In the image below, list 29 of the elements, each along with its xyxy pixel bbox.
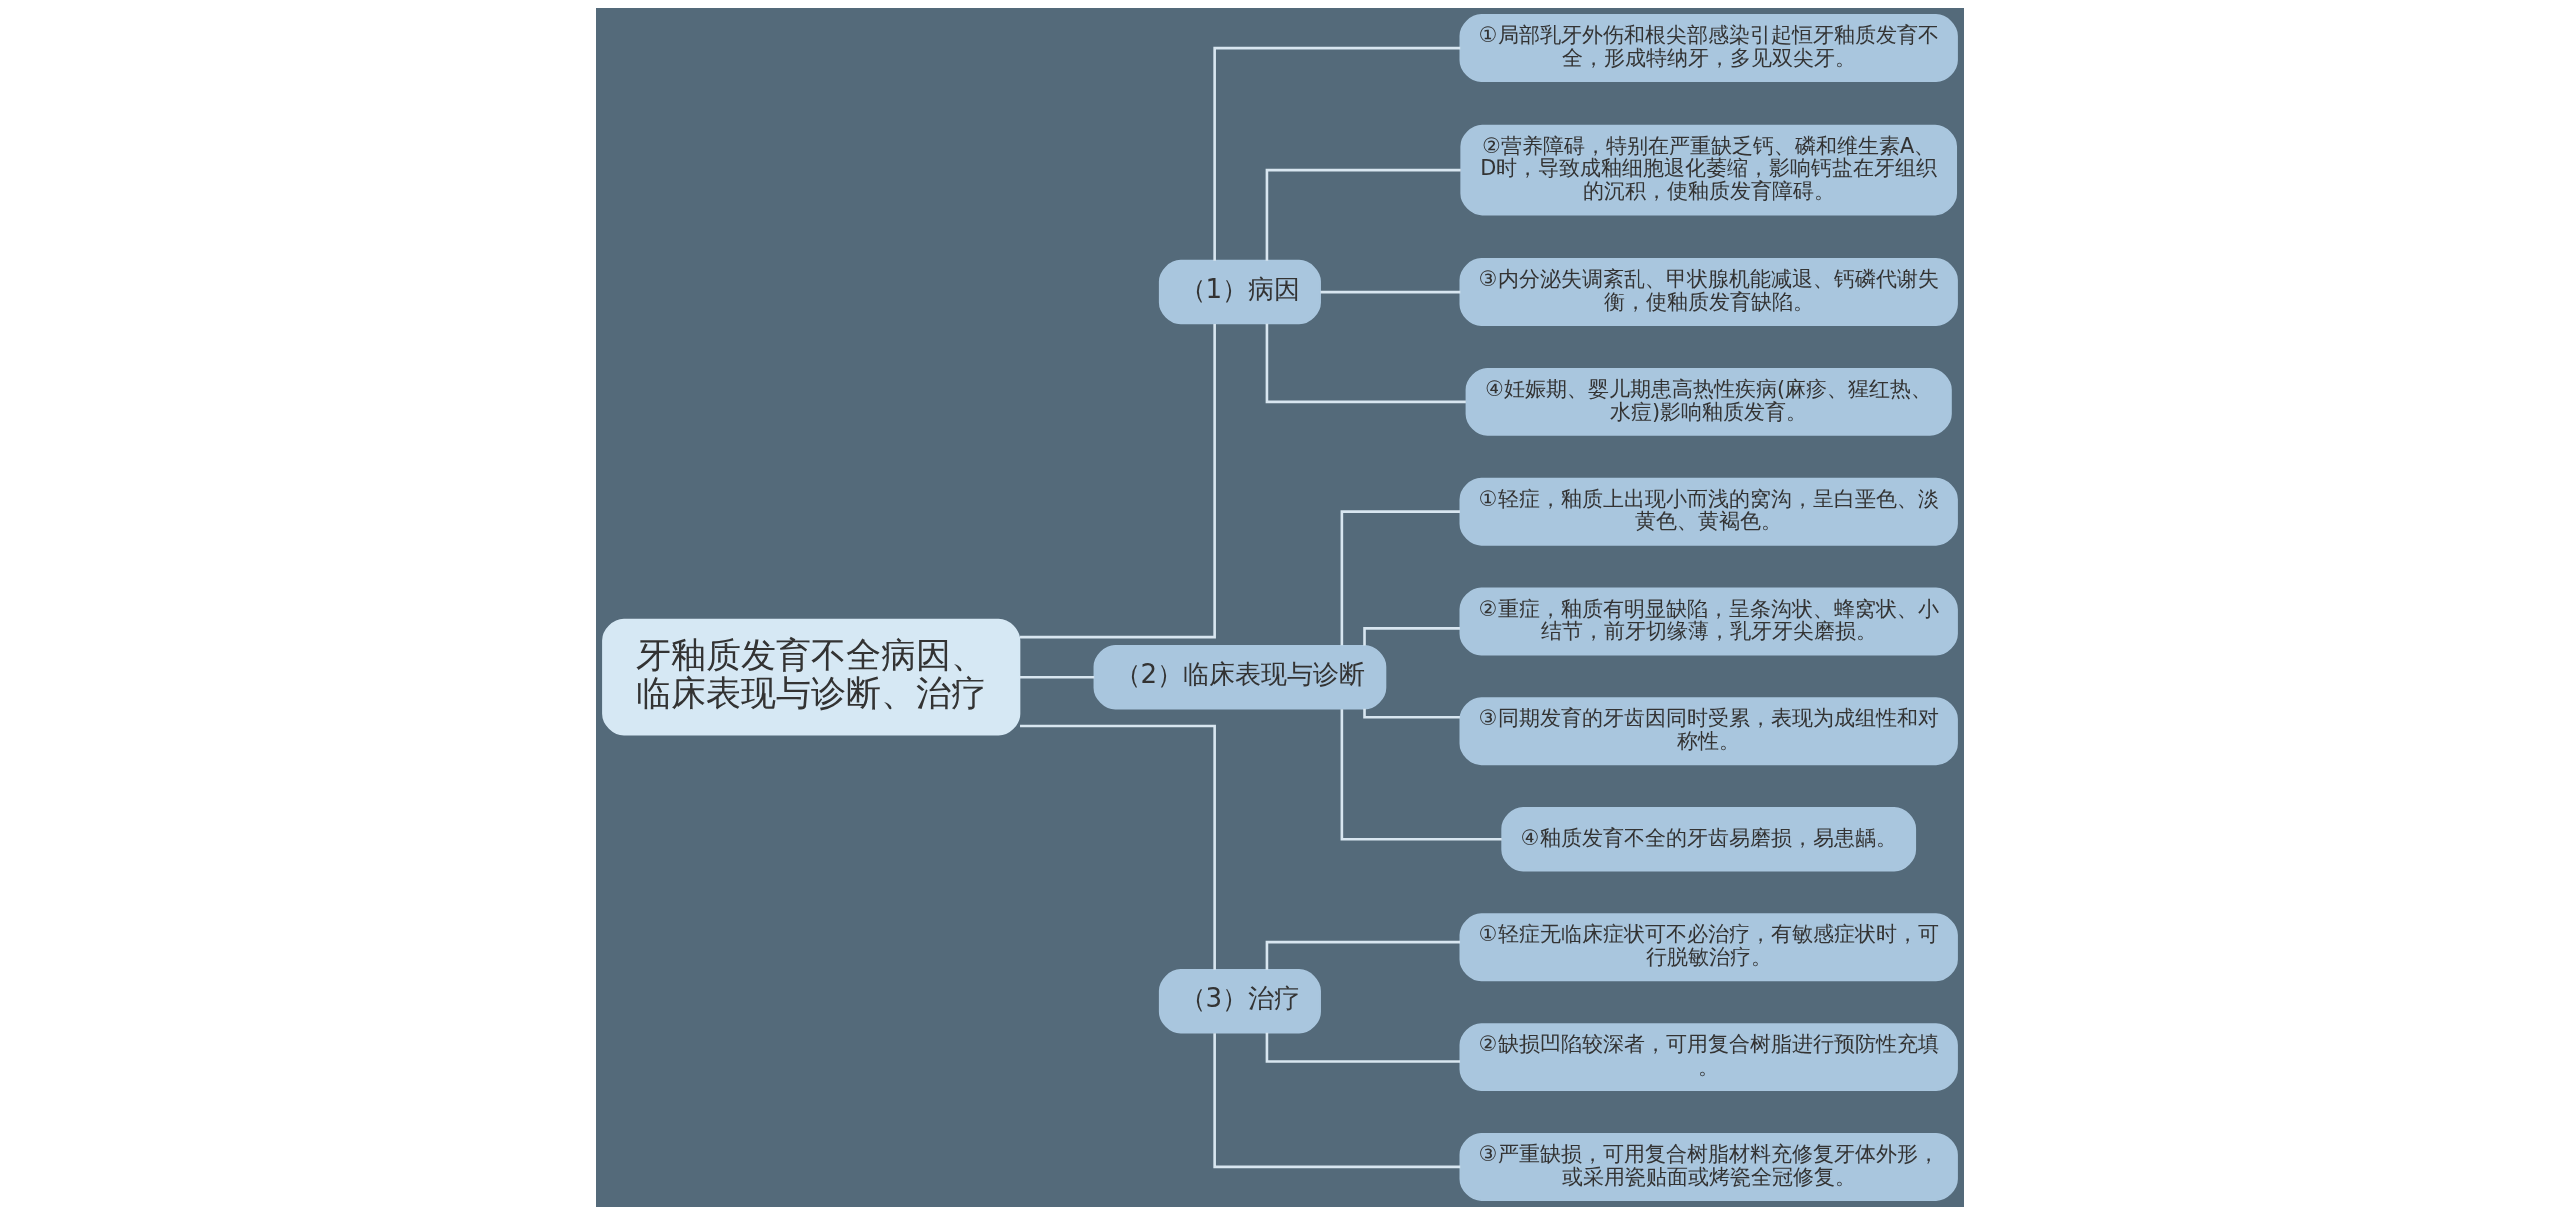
connector: [1020, 724, 1216, 970]
connector: [1019, 675, 1095, 679]
connector: [1340, 510, 1460, 646]
node-box: ③同期发育的牙齿因同时受累，表现为成组性和对称性。: [1459, 697, 1958, 766]
node-box: ③内分泌失调紊乱、甲状腺机能减退、钙磷代谢失衡，使釉质发育缺陷。: [1459, 258, 1958, 327]
node-box: （2）临床表现与诊断: [1093, 644, 1387, 710]
node-box: ①局部乳牙外伤和根尖部感染引起恒牙釉质发育不全，形成特纳牙，多见双尖牙。: [1459, 14, 1958, 83]
connector: [1320, 290, 1461, 294]
connector: [1363, 627, 1460, 646]
node-box: ④釉质发育不全的牙齿易磨损，易患龋。: [1501, 807, 1917, 872]
node-box: ②重症，釉质有明显缺陷，呈条沟状、蜂窝状、小结节，前牙切缘薄，乳牙牙尖磨损。: [1459, 587, 1958, 656]
connector: [1265, 168, 1461, 261]
connector: [1020, 323, 1216, 639]
node-box: （3）治疗: [1158, 969, 1321, 1034]
connector: [1213, 1033, 1461, 1169]
connector: [1265, 323, 1466, 404]
node-box: ④妊娠期、婴儿期患高热性疾病(麻疹、猩红热、水痘)影响釉质发育。: [1465, 367, 1952, 436]
connector: [1340, 709, 1502, 841]
connector: [1265, 1032, 1461, 1063]
connector: [1363, 708, 1460, 719]
node-box: ①轻症，釉质上出现小而浅的窝沟，呈白垩色、淡黄色、黄褐色。: [1459, 477, 1958, 546]
node-box: ②营养障碍，特别在严重缺乏钙、磷和维生素A、D时，导致成釉细胞退化萎缩，影响钙盐在牙组织的沉积，使釉质发育障碍。: [1460, 124, 1958, 216]
node-box: 牙釉质发育不全病因、临床表现与诊断、治疗: [602, 618, 1021, 736]
connector: [1213, 46, 1461, 261]
node-box: （1）病因: [1158, 259, 1321, 325]
node-box: ①轻症无临床症状可不必治疗，有敏感症状时，可行脱敏治疗。: [1459, 913, 1958, 982]
connector: [1265, 940, 1461, 970]
node-box: ②缺损凹陷较深者，可用复合树脂进行预防性充填。: [1459, 1023, 1958, 1092]
node-box: ③严重缺损，可用复合树脂材料充修复牙体外形，或采用瓷贴面或烤瓷全冠修复。: [1459, 1132, 1958, 1201]
